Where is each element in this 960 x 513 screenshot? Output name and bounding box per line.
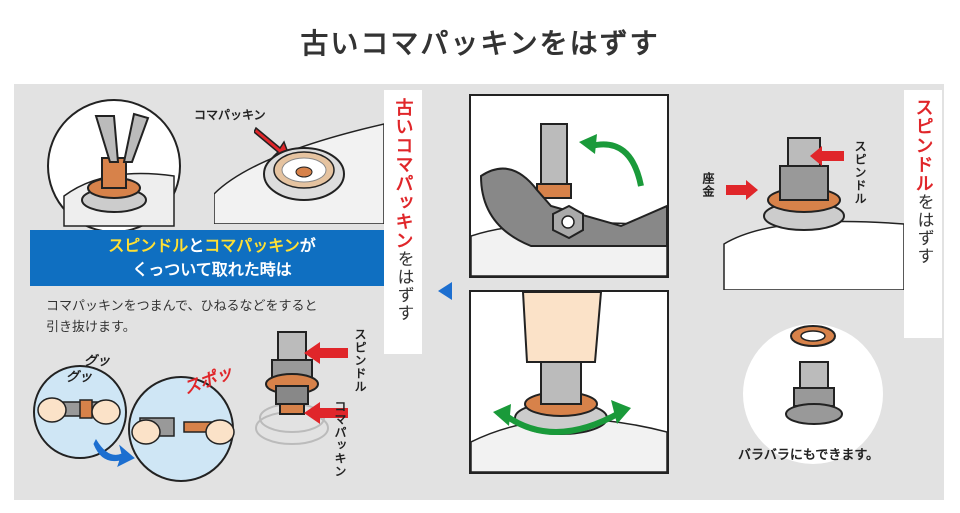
pull-out-circle-illustration [128,376,235,482]
blue-arrow-icon [93,438,135,467]
red-arrow-icon [304,402,348,424]
koma-packing-callout: コマパッキン [194,108,266,122]
label-red-part: スピンドル [912,98,934,193]
wrench-illustration [471,96,667,276]
red-arrow-icon [810,146,844,166]
banner-ga: が [299,236,316,255]
bottom-right-caption: バラバラにもできます。 [738,448,880,463]
koma-vertical-label: コマパッキン [333,400,347,478]
wrench-panel [469,94,669,278]
twist-circle-illustration [33,365,127,459]
hand-panel [469,290,669,474]
sfx-gugu-2: グッ [66,370,93,385]
red-arrow-icon [304,342,348,364]
step-label-remove-spindle: スピンドル をはずす [904,90,942,338]
red-arrow-icon [726,180,758,200]
label-red-part: 古いコマパッキン [392,98,414,250]
info-banner: スピンドルとコマパッキンが くっついて取れた時は [30,230,394,286]
faucet-socket-illustration [214,123,384,224]
spindle-installed-illustration [723,137,904,290]
banner-spindle: スピンドル [108,236,189,255]
hand-turn-illustration [471,292,667,472]
triangle-left-icon [438,282,452,300]
zagane-label: 座金 [701,172,715,198]
note-line2: 引き抜けます。 [46,320,136,335]
spindle-label: スピンドル [853,140,867,205]
label-rest-part: をはずす [393,250,414,322]
instruction-stage: コマパッキン スピンドルとコマパッキンが くっついて取れた時は コマパッキンをつ… [14,84,944,500]
disassembled-parts-illustration [743,324,883,464]
sfx-gugu-1: グッ [84,354,111,369]
banner-line2: くっついて取れた時は [132,260,292,279]
page-title: 古いコマパッキンをはずす [300,27,660,60]
instruction-note: コマパッキンをつまんで、ひねるなどをすると 引き抜けます。 [46,296,396,338]
note-line1: コマパッキンをつまんで、ひねるなどをすると [46,299,318,314]
label-rest-part: をはずす [913,193,934,265]
step-label-remove-koma: 古いコマパッキン をはずす [384,90,422,354]
spindle-parts-illustration [255,331,329,445]
spindle-vertical-label: スピンドル [353,328,367,393]
banner-to: と [188,236,205,255]
banner-koma: コマパッキン [204,236,300,255]
pliers-circle-illustration [47,99,181,233]
